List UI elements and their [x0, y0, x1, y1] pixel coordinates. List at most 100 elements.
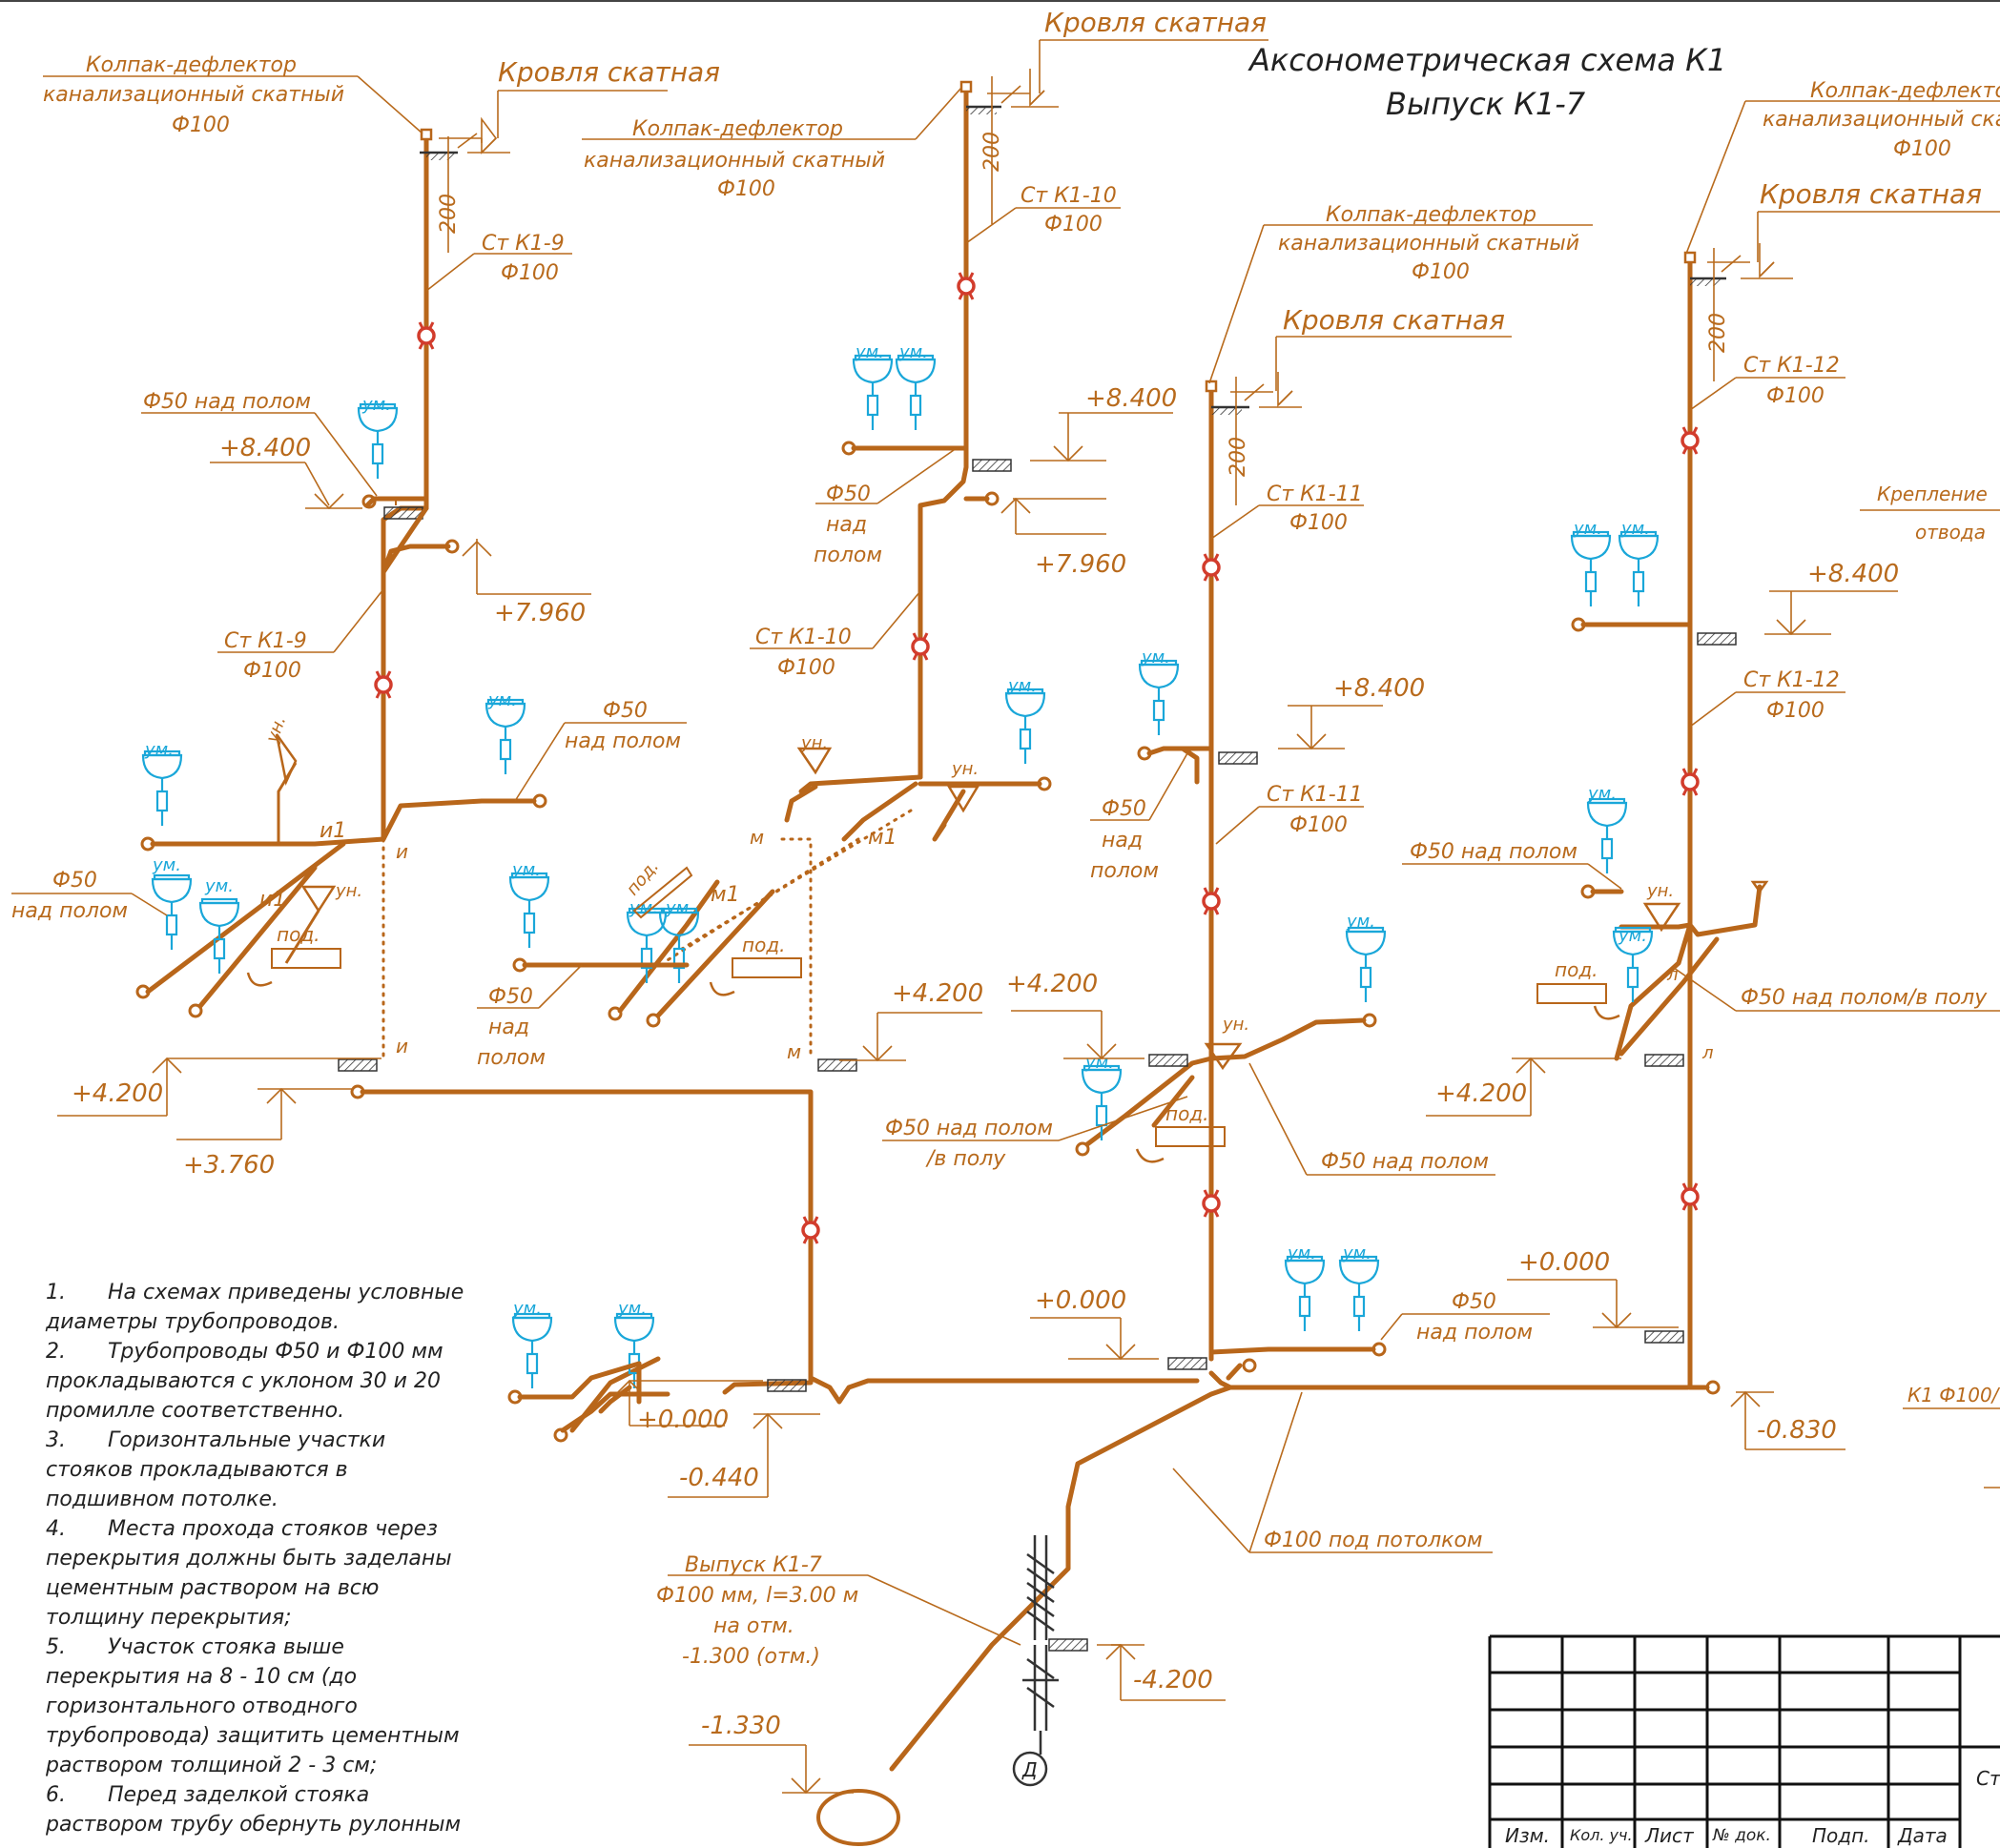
- k1-12-cap-line2: канализационный скатный: [1763, 108, 2000, 132]
- k1-11-floor: полом: [1090, 859, 1159, 883]
- k1-12-diam-top: Ф100: [1766, 384, 1825, 408]
- node-m1: м1: [868, 826, 897, 850]
- k1-11-f50-ground: Ф50: [1452, 1290, 1496, 1314]
- note-line: перекрытия на 8 - 10 см (до: [46, 1665, 357, 1689]
- node-i1: и1: [320, 819, 346, 843]
- outlet-at: на отм.: [713, 1614, 794, 1638]
- k1-9-roof-label: Кровля скатная: [498, 56, 720, 88]
- mark-1330: -1.330: [701, 1712, 781, 1740]
- node-l-lower: л: [1701, 1043, 1714, 1063]
- sink-label: ум.: [1573, 519, 1602, 539]
- sink-label: ум.: [1587, 784, 1617, 804]
- k1-label: К1 Ф100/: [1907, 1384, 2000, 1407]
- toilet-label: ун.: [262, 713, 291, 747]
- sink-label: ум.: [511, 860, 541, 880]
- k1-12-offset: 200: [1706, 313, 1730, 353]
- tb-header: № док.: [1712, 1826, 1771, 1845]
- tb-partial: Ст: [1976, 1767, 2000, 1790]
- tray-label: под.: [277, 923, 320, 946]
- k1-11-cap-line2: канализационный скатный: [1278, 232, 1579, 256]
- tb-header: Подп.: [1812, 1824, 1870, 1847]
- k1-11-f50-over-floor-right: Ф50 над полом: [1321, 1150, 1489, 1174]
- note-line: раствором трубу обернуть рулонным: [45, 1813, 461, 1837]
- note-line: 6. Перед заделкой стояка: [46, 1783, 369, 1807]
- k1-9-cap-line1: Колпак-дефлектор: [86, 53, 297, 77]
- k1-10-name-mid: Ст К1-10: [755, 626, 852, 649]
- k1-9-over-floor-right: над полом: [565, 729, 681, 753]
- k1-12-ground: +0.000 -0.830 К1 Ф100/: [1507, 1248, 2000, 1489]
- k1-11-diam-mid: Ф100: [1289, 813, 1348, 837]
- k1-12-mark-0830: -0.830: [1757, 1416, 1837, 1445]
- k1-9-cap-diam: Ф100: [172, 113, 230, 137]
- sink-label: ум.: [152, 855, 181, 875]
- k1-9-name-mid: Ст К1-9: [224, 629, 307, 653]
- main-outlet: Д -4.200 -1.330 Выпуск К1-7 Ф100 мм, l=3…: [656, 1370, 1691, 1846]
- k1-12-cap-diam: Ф100: [1893, 137, 1951, 161]
- k1-11-over: над: [1102, 829, 1143, 852]
- general-notes: 1. На схемах приведены условные диаметры…: [45, 1281, 464, 1837]
- sink-label: ум.: [665, 898, 694, 918]
- k1-11-floor3-branch: ум. +8.400 Ф50 над полом: [1090, 647, 1425, 883]
- k1-11-cap-diam: Ф100: [1412, 260, 1470, 284]
- toilet-label: ун.: [1222, 1015, 1249, 1035]
- k1-10-ground-branch: ум. ум. +0.000 -0.440: [507, 1299, 1200, 1498]
- k1-10-floor-lower: полом: [477, 1046, 546, 1070]
- tray-label: под.: [742, 934, 786, 956]
- sink-label: ум.: [1287, 1243, 1316, 1263]
- sink-label: ум.: [1141, 647, 1170, 667]
- sink-label: ум.: [1618, 926, 1647, 946]
- k1-12-name-top: Ст К1-12: [1743, 354, 1840, 378]
- sink-label: ум.: [855, 342, 884, 362]
- title-block: Изм. Кол. уч. Лист № док. Подп. Дата Ст: [1488, 1634, 2000, 1848]
- k1-10-name-top: Ст К1-10: [1021, 184, 1117, 208]
- sink-label: ум.: [898, 342, 928, 362]
- sink-label: ум.: [361, 395, 391, 415]
- k1-9-f50-right: Ф50: [603, 699, 648, 723]
- k1-10-mark-0440: -0.440: [679, 1464, 759, 1492]
- mark-4200-neg: -4.200: [1133, 1666, 1213, 1694]
- node-i-lower: и: [396, 1035, 408, 1057]
- k1-10-cap-diam: Ф100: [717, 177, 775, 201]
- outlet-name: Выпуск К1-7: [685, 1553, 822, 1577]
- node-i1-lower: и1: [259, 888, 286, 912]
- k1-11-cap-line1: Колпак-дефлектор: [1326, 203, 1536, 227]
- k1-11-mark-0000: +0.000: [1035, 1286, 1126, 1315]
- note-line: раствором толщиной 2 - 3 см;: [45, 1754, 377, 1777]
- sink-label: ум.: [1620, 519, 1650, 539]
- k1-9-mark-8400: +8.400: [219, 434, 311, 462]
- toilet-label: ун.: [335, 881, 362, 901]
- mark-3760: +3.760: [183, 1151, 275, 1180]
- note-line: диаметры трубопроводов.: [45, 1310, 340, 1334]
- note-line: прокладываются с уклоном 30 и 20: [46, 1369, 441, 1393]
- k1-10-cap-line2: канализационный скатный: [584, 149, 885, 173]
- title-line2: Выпуск К1-7: [1386, 86, 1586, 122]
- f100-under-ceiling: Ф100 под потолком: [1264, 1529, 1483, 1552]
- note-line: промилле соответственно.: [46, 1399, 344, 1423]
- k1-12-f50-over-floor-in-floor: Ф50 над полом/в полу: [1741, 986, 1988, 1010]
- sink-label: ум.: [144, 740, 174, 760]
- node-l: л: [1666, 965, 1679, 985]
- k1-11-diam-top: Ф100: [1289, 511, 1348, 535]
- k1-12-mark-0000: +0.000: [1518, 1248, 1610, 1277]
- sink-label: ум.: [1342, 1243, 1371, 1263]
- outlet-spec: Ф100 мм, l=3.00 м: [656, 1584, 858, 1608]
- toilet-label: ун.: [951, 759, 979, 779]
- tb-header: Дата: [1897, 1824, 1948, 1847]
- note-line: трубопровода) защитить цементным: [46, 1724, 460, 1748]
- tray-label: под.: [1555, 958, 1598, 981]
- k1-9-floor2-branches: ум. Ф50 Ф50 над полом над полом ум. ун. …: [11, 690, 687, 1072]
- riser-k1-10: Кровля скатная 200 Колпак-дефлектор кана…: [582, 7, 1268, 780]
- k1-11-name-mid: Ст К1-11: [1267, 783, 1363, 807]
- k1-10-floor3-branch: ум. ум. +7.960 +8.400 Ф50 над полом Ст К…: [750, 342, 1177, 680]
- tb-header: Изм.: [1505, 1824, 1550, 1847]
- k1-9-floor3-branch: ум. Ф50 над полом +8.400 +7.960 Ст К1-9 …: [141, 390, 591, 683]
- k1-10-floor2-branches: ум. ун. ун. м м1 м ум. ум. м1 под. под. …: [477, 676, 1052, 1245]
- riser-k1-9: 200 Кровля скатная Колпак-дефлектор кана…: [43, 53, 720, 834]
- k1-10-f50: Ф50: [826, 483, 871, 506]
- k1-9-diam-top: Ф100: [501, 261, 559, 285]
- k1-12-name-mid: Ст К1-12: [1743, 668, 1840, 692]
- fastening-line2: отвода: [1915, 521, 1986, 544]
- note-line: цементным раствором на всю: [46, 1576, 379, 1600]
- tray-label: под.: [1165, 1102, 1209, 1125]
- k1-11-floor2-branches: ум. ун. ум. под. +4.200 Ф50 над полом /в…: [882, 912, 1495, 1176]
